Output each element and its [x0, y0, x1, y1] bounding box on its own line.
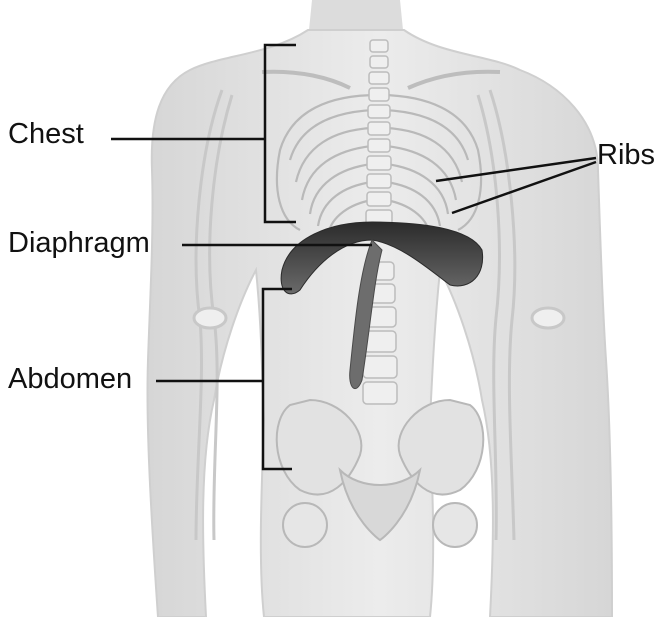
diaphragm-label: Diaphragm — [8, 229, 150, 258]
ribs-label: Ribs — [597, 141, 655, 170]
abdomen-label: Abdomen — [8, 365, 132, 394]
chest-label: Chest — [8, 120, 84, 149]
